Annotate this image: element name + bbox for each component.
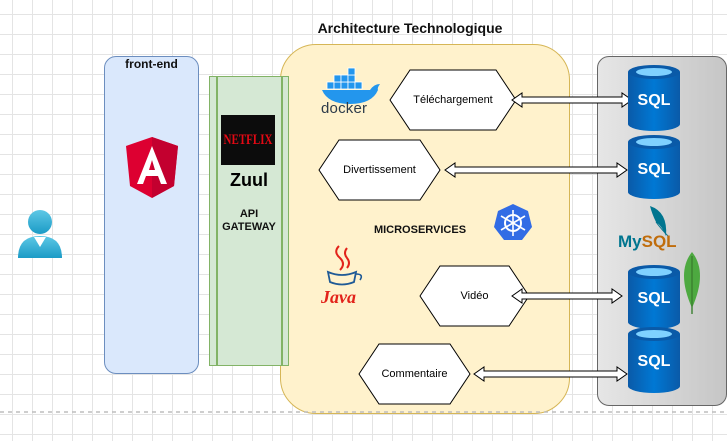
gateway-divider-left [216,76,218,366]
mysql-wordmark-sql: SQL [641,232,677,251]
user-icon[interactable] [18,210,62,258]
frontend-container[interactable] [104,56,199,374]
java-wordmark: Java [321,287,356,307]
angular-logo-icon [126,137,178,198]
java-logo-icon [326,245,363,286]
sql-label: SQL [637,92,671,109]
netflix-logo-icon: NETFLIX [221,115,275,165]
connector-commentaire-db[interactable] [473,366,628,382]
sql-database-icon [628,265,680,329]
connector-telechargement-db[interactable] [511,92,633,108]
sql-label: SQL [637,290,671,307]
zuul-label: Zuul [230,170,268,190]
api-gateway-label: API GATEWAY [222,208,276,233]
netflix-brand-text: NETFLIX [223,131,273,149]
docker-wordmark: docker [321,100,368,117]
service-hexagon-commentaire[interactable] [358,343,471,405]
mysql-dolphin-icon [650,206,669,237]
service-label-commentaire: Commentaire [381,368,448,380]
frontend-label: front-end [125,57,178,71]
service-label-telechargement: Téléchargement [413,94,493,106]
sql-database-icon [628,327,680,393]
docker-logo-icon [322,67,380,104]
sql-label: SQL [637,161,671,178]
service-hexagon-divertissement[interactable] [318,139,441,201]
service-label-video: Vidéo [460,290,489,302]
mongodb-leaf-icon [684,252,700,314]
diagram-title: Architecture Technologique [317,20,503,36]
connector-video-db[interactable] [511,288,623,304]
gateway-divider-right [281,76,283,366]
sql-label: SQL [637,353,671,370]
sql-database-icon [628,135,680,199]
microservices-label: MICROSERVICES [373,224,467,236]
mysql-wordmark-my: My [618,232,642,251]
sql-database-icon [628,65,680,131]
mysql-wordmark: MySQL [618,232,677,252]
kubernetes-logo-icon [494,204,532,240]
connector-divertissement-db[interactable] [444,162,628,178]
service-label-divertissement: Divertissement [343,164,416,176]
